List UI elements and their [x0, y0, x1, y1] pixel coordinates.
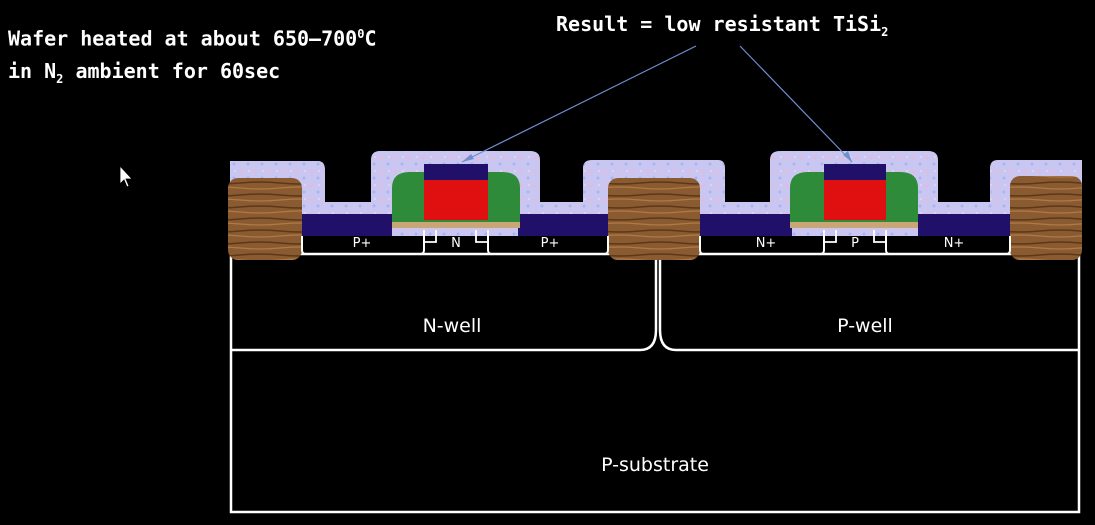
p-well-label: P-well — [837, 315, 893, 337]
pmos-gate-oxide — [392, 222, 520, 228]
pmos-source-silicide — [300, 214, 392, 236]
pmos-gate-silicide — [424, 164, 488, 180]
nmos-source-silicide — [700, 214, 792, 236]
result-subscript: 2 — [881, 25, 889, 39]
nmos-source-label: N+ — [756, 236, 777, 251]
caption-line-2: in N2 ambient for 60sec — [8, 55, 376, 95]
n-well-label: N-well — [423, 315, 482, 337]
pmos-channel-label: N — [451, 236, 461, 251]
nmos-ldd-left — [823, 230, 837, 243]
nmos-drain-silicide — [918, 214, 1010, 236]
nmos-gate-oxide — [790, 222, 918, 228]
field-oxide-center — [608, 178, 700, 260]
caption-subscript: 2 — [56, 71, 64, 86]
pmos-source-label: P+ — [353, 236, 372, 251]
nmos-channel-label: P — [851, 236, 859, 251]
p-well-outline — [658, 256, 1079, 352]
pmos-drain-label: P+ — [541, 236, 560, 251]
arrow-to-nmos-silicide — [739, 45, 853, 163]
caption-text: in N — [8, 58, 57, 83]
nmos-drain-label: N+ — [944, 236, 965, 251]
nmos-gate-silicide — [824, 164, 886, 180]
caption-text: Wafer heated at about 650–700 — [8, 26, 358, 51]
result-text: Result = low resistant TiSi — [556, 12, 882, 36]
pmos-drain-silicide — [518, 214, 610, 236]
caption-line-1: Wafer heated at about 650–7000C — [8, 18, 376, 55]
arrow-to-pmos-silicide — [461, 45, 697, 163]
p-substrate-label: P-substrate — [601, 454, 709, 476]
caption-text-end: C — [364, 26, 377, 51]
mouse-cursor-icon — [119, 164, 133, 188]
process-caption: Wafer heated at about 650–7000C in N2 am… — [8, 18, 376, 95]
field-oxide-left — [228, 178, 302, 260]
nmos-poly-gate — [824, 180, 886, 220]
arrowhead-nmos — [843, 151, 852, 162]
pmos-poly-gate — [424, 180, 488, 220]
nmos-ldd-right — [873, 230, 887, 243]
pmos-source-junction — [301, 236, 425, 255]
nmos-source-junction — [699, 236, 825, 255]
n-well-outline — [231, 256, 658, 352]
nmos-drain-junction — [885, 236, 1011, 255]
caption-superscript: 0 — [357, 27, 365, 41]
field-oxide-right — [1010, 176, 1082, 260]
pmos-ldd-right — [475, 230, 489, 243]
caption-text-end: ambient for 60sec — [63, 58, 281, 83]
pmos-drain-junction — [487, 236, 609, 255]
result-annotation: Result = low resistant TiSi2 — [556, 12, 888, 39]
arrowhead-pmos — [462, 154, 474, 162]
pmos-ldd-left — [423, 230, 437, 243]
